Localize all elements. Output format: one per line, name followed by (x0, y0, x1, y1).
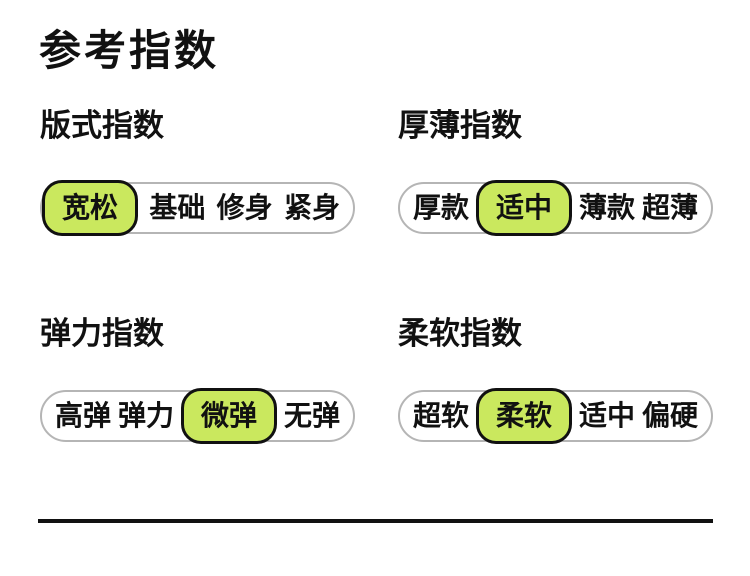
options-track: 厚款 适中 薄款 超薄 (398, 180, 713, 236)
option-chip[interactable]: 薄款 (578, 192, 635, 223)
option-chip[interactable]: 弹力 (117, 400, 174, 431)
options-track: 高弹 弹力 微弹 无弹 (40, 388, 355, 444)
group-title: 弹力指数 (40, 316, 164, 351)
option-chip-selected[interactable]: 微弹 (180, 388, 277, 444)
option-chip[interactable]: 修身 (216, 192, 273, 223)
option-chip[interactable]: 高弹 (55, 400, 112, 431)
index-group-elasticity: 弹力指数 高弹 弹力 微弹 无弹 (40, 316, 355, 450)
index-group-softness: 柔软指数 超软 柔软 适中 偏硬 (398, 316, 713, 450)
options-track: 宽松 基础 修身 紧身 (40, 180, 355, 236)
option-chip[interactable]: 无弹 (283, 400, 340, 431)
option-chip[interactable]: 厚款 (413, 192, 470, 223)
option-chip[interactable]: 适中 (578, 400, 635, 431)
option-chip[interactable]: 基础 (149, 192, 206, 223)
option-chip-selected[interactable]: 柔软 (475, 388, 572, 444)
option-chip-selected[interactable]: 适中 (475, 180, 572, 236)
option-chip[interactable]: 超薄 (641, 192, 698, 223)
page-title: 参考指数 (39, 27, 220, 74)
group-title: 版式指数 (40, 108, 164, 143)
group-title: 厚薄指数 (398, 108, 522, 143)
option-chip[interactable]: 超软 (413, 400, 470, 431)
option-chip[interactable]: 偏硬 (641, 400, 698, 431)
index-group-layout: 版式指数 宽松 基础 修身 紧身 (40, 108, 355, 242)
bottom-divider (38, 519, 713, 523)
group-title: 柔软指数 (398, 316, 522, 351)
index-group-thickness: 厚薄指数 厚款 适中 薄款 超薄 (398, 108, 713, 242)
option-chip[interactable]: 紧身 (283, 192, 340, 223)
options-track: 超软 柔软 适中 偏硬 (398, 388, 713, 444)
option-chip-selected[interactable]: 宽松 (42, 180, 139, 236)
